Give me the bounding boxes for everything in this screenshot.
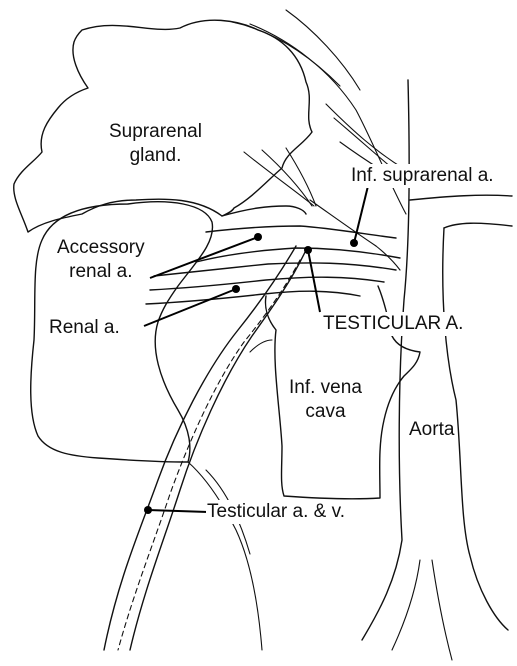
- label-renal: Renal a.: [48, 316, 121, 340]
- label-aorta: Aorta: [408, 418, 455, 442]
- lower-vessel-1: [188, 462, 262, 650]
- pointer-dot-testicular-av: [144, 506, 152, 514]
- label-ivc-line1: Inf. vena: [289, 376, 362, 400]
- phrenic-branch-7: [310, 200, 376, 246]
- testicular-vessel-left-wall: [104, 246, 296, 650]
- leader-accessory-renal: [150, 237, 258, 278]
- label-suprarenal-gland: Suprarenal gland.: [108, 120, 203, 168]
- renal-vessel-band-5: [146, 291, 360, 304]
- aorta-upper-right: [444, 223, 512, 228]
- pointer-dot-inf-suprarenal: [350, 239, 358, 247]
- label-ivc: Inf. vena cava: [288, 376, 363, 424]
- label-testicular-av: Testicular a. & v.: [206, 500, 346, 524]
- renal-vessel-band-2: [196, 248, 400, 262]
- label-accessory-renal-line1: Accessory: [57, 236, 145, 260]
- pointer-dot-renal: [232, 285, 240, 293]
- aorta-branch-2: [432, 560, 452, 660]
- label-suprarenal-gland-line2: gland.: [109, 144, 202, 168]
- renal-vessel-band-4: [150, 277, 384, 290]
- label-inf-suprarenal: Inf. suprarenal a.: [350, 164, 495, 188]
- leader-renal: [144, 289, 236, 326]
- pointer-dot-accessory-renal: [254, 233, 262, 241]
- aorta-branch-1: [392, 560, 420, 650]
- testicular-vessel-right-wall: [130, 250, 306, 650]
- aorta-upper-left: [410, 195, 512, 200]
- testicular-vessel-centerline: [118, 260, 300, 650]
- pointer-dot-testicular-caps: [304, 246, 312, 254]
- label-ivc-line2: cava: [289, 400, 362, 424]
- small-vessel: [250, 340, 272, 352]
- label-accessory-renal-line2: renal a.: [57, 260, 145, 284]
- label-suprarenal-gland-line1: Suprarenal: [109, 120, 202, 144]
- leader-testicular-av: [148, 510, 208, 512]
- leader-testicular-caps: [308, 250, 320, 312]
- phrenic-branch-2: [232, 22, 340, 86]
- renal-vessel-band-1: [206, 226, 396, 238]
- phrenic-branch-6: [286, 148, 316, 206]
- label-accessory-renal: Accessory renal a.: [56, 236, 146, 284]
- label-testicular-caps: TESTICULAR A.: [322, 312, 464, 336]
